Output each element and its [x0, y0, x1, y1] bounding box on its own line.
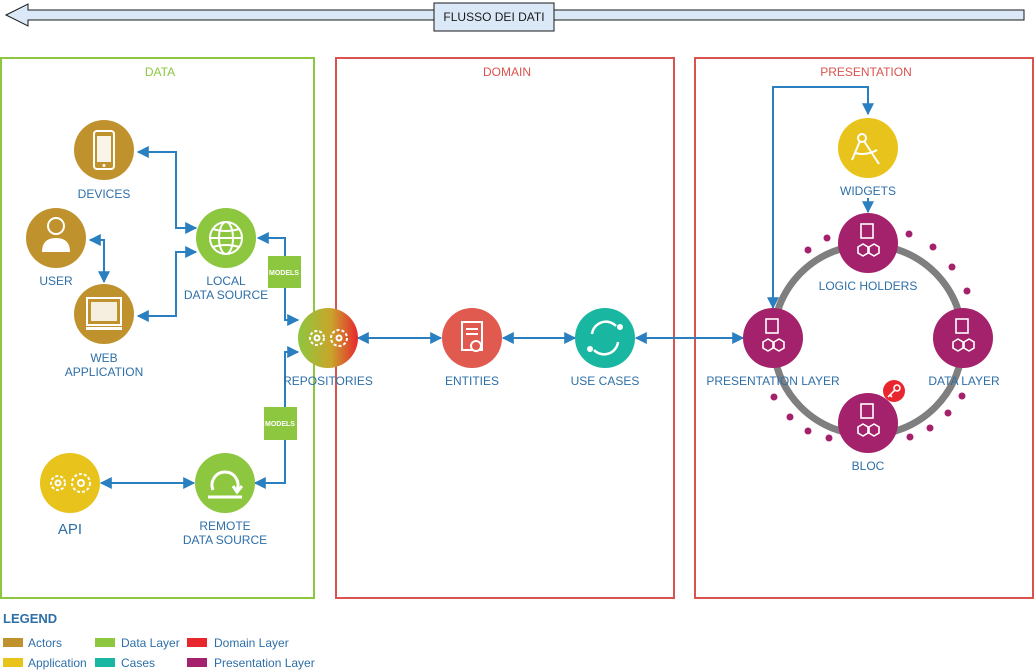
user-sync-icon	[587, 320, 623, 356]
module-icon	[857, 403, 880, 437]
user-web-connector	[88, 234, 110, 284]
data-layer-label: DATA LAYER	[928, 374, 1000, 388]
user-label: USER	[39, 274, 73, 288]
presentation-section	[694, 57, 1034, 599]
legend-item: Cases	[95, 656, 155, 670]
svg-text:Application: Application	[28, 656, 87, 670]
data-section-title: DATA	[145, 65, 175, 79]
legend-item: Domain Layer	[187, 636, 289, 650]
web-application-label-1: WEB	[90, 351, 117, 365]
web-application-label-2: APPLICATION	[65, 365, 143, 379]
repositories-label: REPOSITORIES	[283, 374, 373, 388]
user-node[interactable]	[26, 208, 86, 268]
module-icon	[857, 223, 880, 257]
api-node[interactable]	[40, 453, 100, 513]
models-tag-top: MODELS	[268, 256, 301, 288]
sync-icon	[208, 470, 244, 499]
flow-label: FLUSSO DEI DATI	[443, 10, 544, 24]
key-badge-icon	[883, 380, 905, 402]
svg-text:Cases: Cases	[121, 656, 155, 670]
presentation-layer-label: PRESENTATION LAYER	[706, 374, 840, 388]
legend: LEGEND Actors Data Layer Domain Layer Ap…	[3, 611, 315, 670]
user-icon	[42, 217, 70, 252]
local-data-source-node[interactable]	[196, 208, 256, 268]
gears-icon	[309, 329, 348, 347]
web-application-node[interactable]	[74, 284, 134, 344]
use-cases-label: USE CASES	[571, 374, 640, 388]
monitor-icon	[86, 297, 122, 330]
legend-title: LEGEND	[3, 611, 57, 626]
legend-item: Data Layer	[95, 636, 180, 650]
legend-item: Application	[3, 656, 87, 670]
globe-icon	[209, 221, 243, 255]
remote-data-source-label-2: DATA SOURCE	[183, 533, 267, 547]
compass-icon	[851, 133, 880, 165]
svg-text:MODELS: MODELS	[265, 421, 295, 428]
use-cases-node[interactable]	[575, 308, 635, 368]
entities-node[interactable]	[442, 308, 502, 368]
remote-data-source-node[interactable]	[195, 453, 255, 513]
local-data-source-label-1: LOCAL	[206, 274, 246, 288]
data-layer-node[interactable]	[933, 308, 993, 368]
devices-node[interactable]	[74, 120, 134, 180]
bloc-node[interactable]	[838, 393, 898, 453]
devices-label: DEVICES	[78, 187, 131, 201]
web-local-connector	[136, 246, 198, 322]
svg-text:Domain Layer: Domain Layer	[214, 636, 289, 650]
presentation-widgets-connector	[767, 86, 874, 310]
widgets-node[interactable]	[838, 118, 898, 178]
domain-section-title: DOMAIN	[483, 65, 531, 79]
entities-label: ENTITIES	[445, 374, 499, 388]
widgets-label: WIDGETS	[840, 184, 896, 198]
svg-text:Presentation Layer: Presentation Layer	[214, 656, 315, 670]
module-icon	[762, 318, 785, 352]
local-data-source-label-2: DATA SOURCE	[184, 288, 268, 302]
gears-icon	[50, 473, 91, 493]
data-section	[0, 57, 315, 599]
repositories-node[interactable]	[298, 308, 358, 368]
models-tag-bottom: MODELS	[264, 407, 297, 440]
data-flow-arrow: FLUSSO DEI DATI	[4, 2, 1025, 32]
flow-label-box	[433, 2, 555, 32]
remote-data-source-label-1: REMOTE	[199, 519, 250, 533]
ring-dots	[770, 230, 971, 442]
logic-holders-node[interactable]	[838, 213, 898, 273]
presentation-section-title: PRESENTATION	[820, 65, 912, 79]
devices-local-connector	[136, 146, 198, 234]
smartphone-icon	[93, 130, 115, 170]
logic-holders-label: LOGIC HOLDERS	[819, 279, 918, 293]
certificate-icon	[461, 321, 483, 352]
legend-item: Actors	[3, 636, 62, 650]
module-icon	[952, 318, 975, 352]
svg-text:Actors: Actors	[28, 636, 62, 650]
bloc-label: BLOC	[852, 459, 885, 473]
presentation-layer-node[interactable]	[743, 308, 803, 368]
svg-text:Data Layer: Data Layer	[121, 636, 180, 650]
legend-item: Presentation Layer	[187, 656, 315, 670]
api-label: API	[58, 521, 82, 538]
svg-text:MODELS: MODELS	[269, 270, 299, 277]
